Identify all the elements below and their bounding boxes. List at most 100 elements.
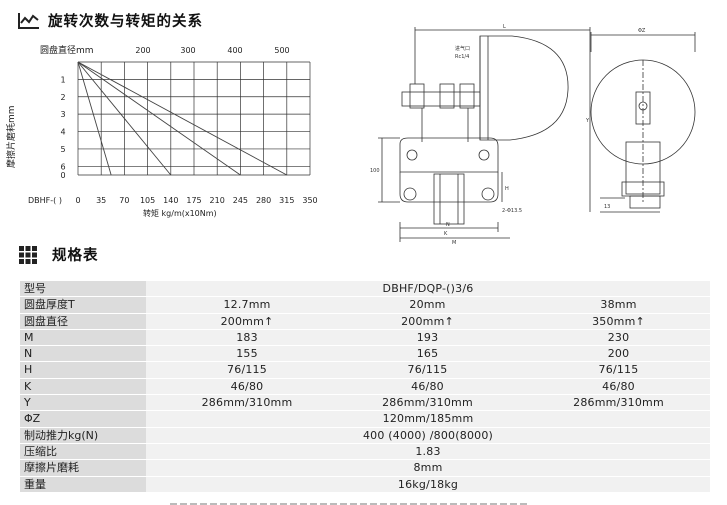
- row-label: 圆盘直径: [20, 313, 146, 330]
- label-dim-phiz: ΦZ: [638, 28, 646, 34]
- x-tick-label: 105: [140, 196, 155, 205]
- label-dim-13: 13: [604, 204, 610, 210]
- row-value: 20mm: [328, 296, 527, 314]
- cut-off-text-row: [170, 499, 530, 505]
- top-tick-300: 300: [180, 46, 195, 55]
- row-value: 286mm/310mm: [146, 394, 328, 412]
- x-axis-label: 转矩 kg/m(x10Nm): [143, 208, 217, 218]
- x-tick-label: 315: [279, 196, 294, 205]
- table-row: 制动推力kg(N)400 (4000) /800(8000): [20, 427, 711, 444]
- row-label: 摩擦片磨耗: [20, 459, 146, 477]
- row-label: Y: [20, 394, 146, 412]
- chart-grid: [77, 61, 311, 176]
- left-axis-ticks: 1 2 3 4 5 60: [60, 75, 65, 180]
- row-value-merged: 16kg/18kg: [146, 476, 711, 493]
- top-tick-400: 400: [227, 46, 242, 55]
- x-tick-label: 0: [75, 196, 80, 205]
- line-chart-icon: [18, 12, 39, 29]
- x-tick-label: 210: [210, 196, 225, 205]
- x-tick-label: 140: [163, 196, 178, 205]
- row-value-merged: 400 (4000) /800(8000): [146, 427, 711, 444]
- x-tick-label: 175: [186, 196, 201, 205]
- row-value: 76/115: [146, 361, 328, 379]
- row-value-merged: 8mm: [146, 459, 711, 477]
- section-title: 规格表: [52, 248, 99, 264]
- row-value: 12.7mm: [146, 296, 328, 314]
- left-tick-label: 1: [60, 75, 65, 84]
- x-axis-start-label: DBHF-( ): [28, 196, 62, 205]
- row-value: 46/80: [328, 378, 527, 396]
- series-line-3: [77, 61, 241, 176]
- row-value-merged: DBHF/DQP-()3/6: [146, 281, 711, 298]
- series-line-2: [77, 61, 172, 176]
- x-axis-ticks: 0 35 70 105 140 175 210 245 280 315 350: [75, 196, 317, 205]
- row-value: 46/80: [146, 378, 328, 396]
- row-value: 165: [328, 345, 527, 363]
- series-line-4: [77, 61, 288, 176]
- x-tick-label: 70: [119, 196, 129, 205]
- row-value: 230: [527, 329, 711, 347]
- grid-icon: [19, 245, 37, 264]
- row-label: ΦZ: [20, 410, 146, 428]
- left-tick-label: 3: [60, 110, 65, 119]
- label-dim-y: Y: [585, 118, 590, 124]
- row-value-merged: 1.83: [146, 443, 711, 461]
- row-value: 155: [146, 345, 328, 363]
- row-label: K: [20, 378, 146, 396]
- row-label: 压缩比: [20, 443, 146, 461]
- row-value: 76/115: [328, 361, 527, 379]
- section-header-torque: 旋转次数与转矩的关系: [18, 10, 203, 31]
- row-label: N: [20, 345, 146, 363]
- row-value: 46/80: [527, 378, 711, 396]
- row-value: 183: [146, 329, 328, 347]
- top-axis-label: 圆盘直径mm: [40, 44, 94, 56]
- left-tick-label: 4: [60, 128, 65, 137]
- row-label: H: [20, 361, 146, 379]
- label-air-inlet: 进气口: [455, 45, 470, 52]
- section-title: 旋转次数与转矩的关系: [48, 14, 203, 30]
- row-label: 重量: [20, 476, 146, 493]
- top-tick-500: 500: [274, 46, 289, 55]
- x-tick-label: 280: [256, 196, 271, 205]
- label-dim-n: N: [446, 222, 450, 228]
- left-axis-label: 摩擦片磨耗mm: [5, 105, 17, 168]
- x-tick-label: 350: [302, 196, 317, 205]
- row-value: 350mm↑: [527, 313, 711, 330]
- section-header-spec: 规格表: [18, 244, 99, 265]
- row-value: 193: [328, 329, 527, 347]
- left-tick-label: 5: [60, 145, 65, 154]
- left-tick-label: 2: [60, 93, 65, 102]
- row-label: M: [20, 329, 146, 347]
- label-dim-h: H: [505, 186, 509, 192]
- brake-technical-drawing: 进气口 Rc1/4 L ΦZ Y 100 H K N M 2-Φ13.5 13: [370, 24, 696, 246]
- label-dim-m: M: [452, 240, 456, 246]
- x-tick-label: 245: [233, 196, 248, 205]
- row-value: 286mm/310mm: [328, 394, 527, 412]
- label-dim-k: K: [444, 231, 448, 237]
- label-rc-thread: Rc1/4: [455, 54, 469, 60]
- row-label: 型号: [20, 281, 146, 298]
- left-tick-origin: 0: [60, 171, 65, 180]
- row-value-merged: 120mm/185mm: [146, 410, 711, 428]
- row-value: 76/115: [527, 361, 711, 379]
- row-value: 286mm/310mm: [527, 394, 711, 412]
- left-tick-label: 6: [60, 162, 65, 171]
- row-value: 200: [527, 345, 711, 363]
- row-value: 200mm↑: [328, 313, 527, 330]
- x-tick-label: 35: [96, 196, 106, 205]
- row-label: 圆盘厚度T: [20, 296, 146, 314]
- top-tick-200: 200: [135, 46, 150, 55]
- chart-series: [77, 61, 288, 176]
- row-value: 200mm↑: [146, 313, 328, 330]
